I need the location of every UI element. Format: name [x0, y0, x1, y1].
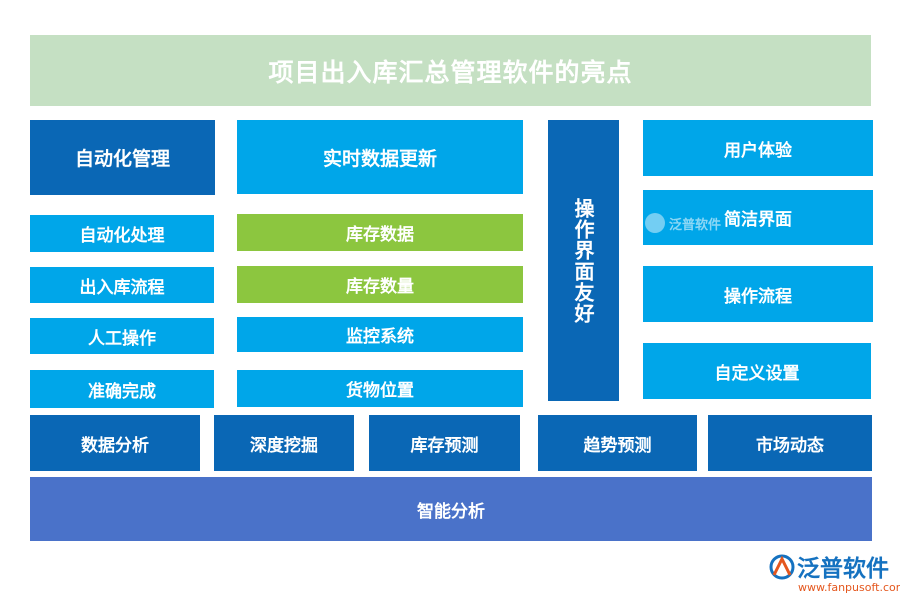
column1-item: 人工操作 — [30, 318, 214, 354]
footer-bar: 智能分析 — [30, 477, 872, 541]
bottom-item: 库存预测 — [369, 415, 520, 471]
column4-item: 操作流程 — [643, 266, 873, 322]
column3-header: 操作界面友好 — [548, 120, 619, 401]
brand-watermark: 泛普软件 www.fanpusoft.com — [768, 548, 900, 598]
bottom-item: 趋势预测 — [538, 415, 697, 471]
column1-item: 出入库流程 — [30, 267, 214, 303]
brand-url: www.fanpusoft.com — [798, 581, 900, 594]
column2-item: 货物位置 — [237, 370, 523, 407]
watermark-center-text: 泛普软件 — [669, 217, 722, 233]
bottom-item: 深度挖掘 — [214, 415, 354, 471]
watermark-center: 泛普软件 — [645, 213, 721, 233]
column4-item: 用户体验 — [643, 120, 873, 176]
diagram-title: 项目出入库汇总管理软件的亮点 — [30, 35, 871, 106]
bottom-item: 数据分析 — [30, 415, 200, 471]
column1-header: 自动化管理 — [30, 120, 215, 195]
column2-item: 库存数据 — [237, 214, 523, 251]
column2-item: 库存数量 — [237, 266, 523, 303]
brand-logo-icon — [769, 554, 795, 580]
watermark-logo-icon — [645, 213, 665, 233]
column1-item: 自动化处理 — [30, 215, 214, 252]
column4-item: 自定义设置 — [643, 343, 871, 399]
column4-item: 简洁界面 — [643, 190, 873, 245]
bottom-item: 市场动态 — [708, 415, 872, 471]
column2-item: 监控系统 — [237, 317, 523, 352]
column1-item: 准确完成 — [30, 370, 214, 408]
brand-name: 泛普软件 — [797, 556, 889, 582]
column2-header: 实时数据更新 — [237, 120, 523, 194]
